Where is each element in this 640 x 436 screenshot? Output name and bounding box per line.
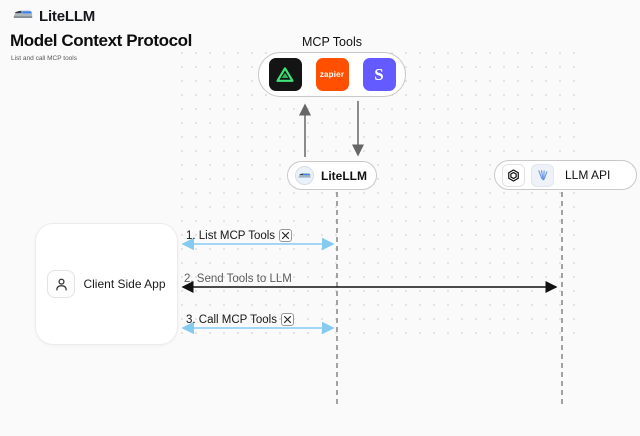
llm-api-node: LLM API [494, 160, 637, 190]
zapier-icon: zapier [315, 58, 349, 91]
llm-api-node-label: LLM API [565, 168, 611, 182]
green-triangle-icon [268, 58, 302, 91]
flow-step-3: 3. Call MCP Tools [186, 313, 294, 326]
page-subtitle: List and call MCP tools [11, 55, 77, 62]
flow-step-1-label: 1. List MCP Tools [186, 229, 276, 242]
flow-step-3-label: 3. Call MCP Tools [186, 313, 277, 326]
mcp-tools-label: MCP Tools [302, 35, 362, 49]
flow-step-2-label: 2. Send Tools to LLM [184, 273, 292, 285]
flow-step-2: 2. Send Tools to LLM [184, 273, 292, 285]
zapier-wordmark: zapier [319, 70, 345, 79]
tools-icon [279, 229, 293, 242]
brand-logo: LiteLLM [13, 7, 95, 26]
litellm-node-label: LiteLLM [321, 168, 367, 183]
stripe-icon: S [362, 58, 396, 91]
litellm-train-icon [295, 166, 314, 185]
litellm-train-icon [13, 7, 33, 26]
page-title: Model Context Protocol [10, 31, 192, 50]
client-node-label: Client Side App [83, 277, 166, 291]
client-side-app-node: Client Side App [35, 223, 178, 345]
stripe-letter: S [374, 64, 384, 84]
mcp-tools-box: zapier S [258, 52, 406, 97]
brand-name: LiteLLM [39, 8, 96, 25]
person-icon [47, 270, 76, 298]
openai-icon [502, 163, 525, 187]
litellm-node: LiteLLM [287, 161, 377, 190]
blue-fan-icon [531, 163, 554, 187]
tools-icon [280, 313, 294, 326]
flow-step-1: 1. List MCP Tools [186, 229, 293, 242]
